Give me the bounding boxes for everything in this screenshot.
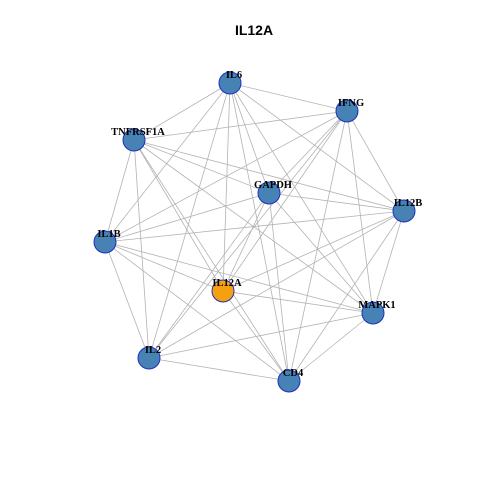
- node-circle-cd4[interactable]: [277, 369, 301, 393]
- node-circle-gapdh[interactable]: [257, 181, 281, 205]
- node-il12a[interactable]: IL12A: [211, 278, 242, 303]
- edge-il6-tnfrsf1a: [133, 82, 231, 141]
- edge-tnfrsf1a-il12b: [133, 139, 405, 212]
- edge-il1b-il2: [104, 241, 150, 359]
- edge-il12b-cd4: [288, 210, 405, 382]
- node-label-il2: IL2: [145, 345, 161, 356]
- edge-il1b-il12a: [104, 241, 224, 292]
- node-cd4[interactable]: CD4: [277, 368, 304, 393]
- node-label-ifng: IFNG: [338, 98, 364, 109]
- node-circle-tnfrsf1a[interactable]: [122, 128, 146, 152]
- edge-gapdh-il12b: [268, 192, 405, 212]
- node-label-cd4: CD4: [283, 368, 304, 379]
- node-label-il12a: IL12A: [212, 278, 242, 289]
- edge-tnfrsf1a-cd4: [133, 139, 290, 382]
- node-label-il6: IL6: [226, 70, 242, 81]
- edge-il6-ifng: [229, 82, 348, 112]
- edge-il12a-mapk1: [222, 290, 374, 314]
- diagram-title: IL12A: [235, 22, 273, 38]
- edge-tnfrsf1a-il1b: [104, 139, 135, 243]
- edge-ifng-il2: [148, 110, 348, 359]
- node-ifng[interactable]: IFNG: [335, 98, 364, 123]
- node-mapk1[interactable]: MAPK1: [358, 300, 396, 325]
- edge-layer: [104, 82, 405, 382]
- node-label-il1b: IL1B: [97, 229, 120, 240]
- edge-il6-il12b: [229, 82, 405, 212]
- node-circle-il1b[interactable]: [93, 230, 117, 254]
- node-circle-mapk1[interactable]: [361, 301, 385, 325]
- edge-il12b-il12a: [222, 210, 405, 292]
- edge-il12b-il2: [148, 210, 405, 359]
- edge-mapk1-cd4: [288, 312, 374, 382]
- edge-gapdh-il2: [148, 192, 270, 359]
- node-label-il12b: IL12B: [394, 198, 423, 209]
- edge-gapdh-mapk1: [268, 192, 374, 314]
- edge-tnfrsf1a-il2: [133, 139, 150, 359]
- edge-il6-il12a: [222, 82, 231, 292]
- edge-il6-il1b: [104, 82, 231, 243]
- edge-il6-mapk1: [229, 82, 374, 314]
- node-gapdh[interactable]: GAPDH: [254, 180, 292, 205]
- edge-il12b-il1b: [104, 210, 405, 243]
- edge-il1b-mapk1: [104, 241, 374, 314]
- node-circle-il12b[interactable]: [392, 199, 416, 223]
- edge-mapk1-il2: [148, 312, 374, 359]
- edge-ifng-cd4: [288, 110, 348, 382]
- node-label-gapdh: GAPDH: [254, 180, 292, 191]
- node-il2[interactable]: IL2: [137, 345, 161, 370]
- node-circle-il6[interactable]: [218, 71, 242, 95]
- edge-gapdh-il12a: [222, 192, 270, 292]
- edge-ifng-il12b: [346, 110, 405, 212]
- node-il6[interactable]: IL6: [218, 70, 242, 95]
- edge-ifng-il12a: [222, 110, 348, 292]
- edge-il6-cd4: [229, 82, 290, 382]
- edge-ifng-gapdh: [268, 110, 348, 194]
- edge-ifng-mapk1: [346, 110, 374, 314]
- node-tnfrsf1a[interactable]: TNFRSF1A: [111, 127, 165, 152]
- edge-tnfrsf1a-il12a: [133, 139, 224, 292]
- edge-il6-gapdh: [229, 82, 270, 194]
- edge-il12b-mapk1: [372, 210, 405, 314]
- node-circle-ifng[interactable]: [335, 99, 359, 123]
- edge-il12a-cd4: [222, 290, 290, 382]
- node-circle-il2[interactable]: [137, 346, 161, 370]
- node-circle-il12a[interactable]: [211, 279, 235, 303]
- edge-ifng-tnfrsf1a: [133, 110, 348, 141]
- node-label-tnfrsf1a: TNFRSF1A: [111, 127, 165, 138]
- node-il12b[interactable]: IL12B: [392, 198, 423, 223]
- node-label-mapk1: MAPK1: [358, 300, 395, 311]
- edge-gapdh-il1b: [104, 192, 270, 243]
- node-il1b[interactable]: IL1B: [93, 229, 121, 254]
- edge-il2-cd4: [148, 357, 290, 382]
- edge-il1b-cd4: [104, 241, 290, 382]
- edge-tnfrsf1a-gapdh: [133, 139, 270, 194]
